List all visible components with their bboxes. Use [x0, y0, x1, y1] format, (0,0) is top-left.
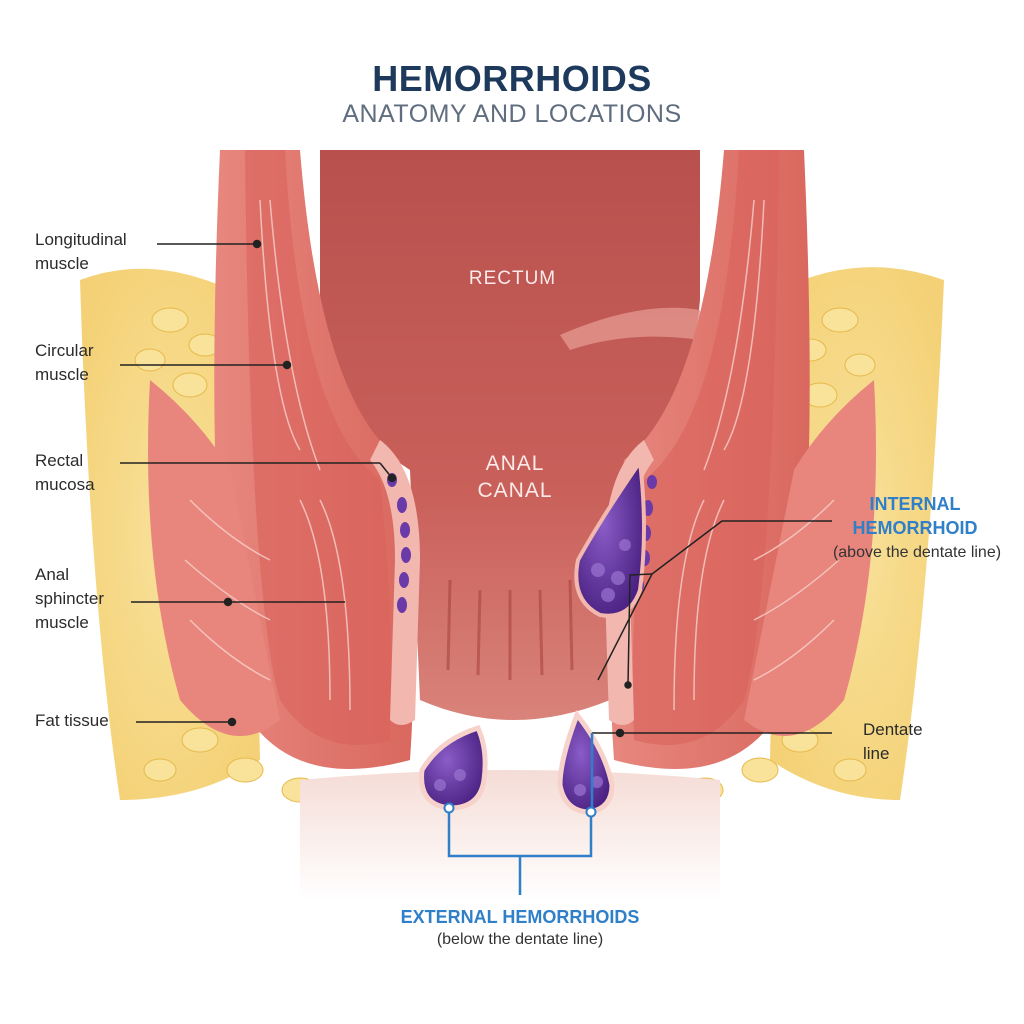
label-fat-tissue: Fat tissue: [35, 711, 109, 730]
label-external-hemorrhoids: EXTERNAL HEMORRHOIDS: [400, 907, 640, 927]
label-internal-hemorrhoid: INTERNAL HEMORRHOID: [852, 494, 978, 538]
internal-hemorrhoid: [574, 456, 646, 618]
anal-canal-label: ANAL CANAL: [460, 450, 570, 504]
rectum-label: RECTUM: [468, 268, 557, 289]
internal-hemorrhoid-note: (above the dentate line): [832, 544, 1002, 561]
anal-canal-line-2: CANAL: [477, 479, 553, 502]
external-hemorrhoid-left: [419, 724, 488, 811]
diagram-title: HEMORRHOIDS: [372, 58, 652, 99]
external-hemorrhoid-right: [557, 710, 615, 815]
anal-canal-line-1: ANAL: [485, 452, 545, 475]
external-hemorrhoids-note: (below the dentate line): [436, 931, 604, 948]
diagram-subtitle: ANATOMY AND LOCATIONS: [342, 100, 682, 128]
